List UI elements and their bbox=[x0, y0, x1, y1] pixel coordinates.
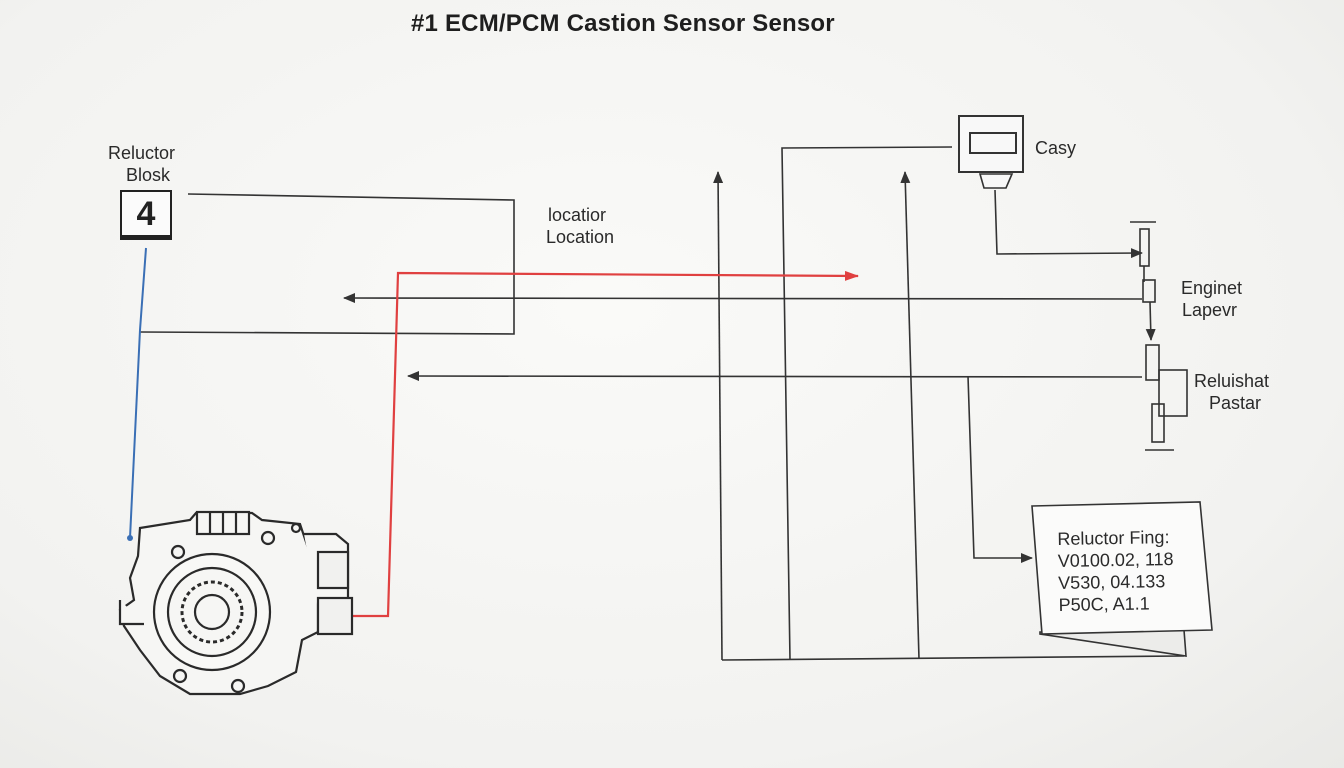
signal-wire bbox=[352, 270, 859, 618]
engine-sensor-drawing bbox=[118, 510, 354, 696]
engine-to-block-wire bbox=[343, 293, 1143, 304]
reluishat-to-sensor-wire bbox=[407, 371, 1143, 382]
reluctor-block-label-line1: Reluctor bbox=[108, 143, 176, 163]
monitor-down-wire bbox=[994, 189, 1143, 259]
connector-pin-3 bbox=[1145, 344, 1160, 381]
reluishat-label-line2: Pastar bbox=[1209, 393, 1262, 413]
connector-pin-5 bbox=[1151, 403, 1165, 443]
reluctor-block: 4 bbox=[120, 190, 172, 240]
engine-label-line1: Enginet bbox=[1181, 278, 1243, 298]
reluctor-block-label-line2: Blosk bbox=[126, 165, 171, 185]
connector-pin-2 bbox=[1142, 279, 1156, 303]
readout-line: P50C, A1.1 bbox=[1058, 593, 1150, 616]
ecm-monitor-icon bbox=[958, 115, 1024, 173]
readout-branch-wire bbox=[967, 375, 1033, 563]
connector-pin-1 bbox=[1139, 228, 1150, 267]
upward-wire-1 bbox=[713, 171, 724, 661]
engine-label-line2: Lapevr bbox=[1182, 300, 1238, 320]
reluishat-label-line1: Reluishat bbox=[1194, 371, 1270, 391]
readout-heading: Reluctor Fing: bbox=[1057, 527, 1170, 550]
diagram-title: #1 ECM/PCM Castion Sensor Sensor bbox=[411, 10, 835, 37]
location-label-line1: locatior bbox=[548, 205, 607, 225]
ground-wire bbox=[129, 247, 147, 539]
readout-line: V530, 04.133 bbox=[1058, 571, 1166, 594]
casy-label: Casy bbox=[1035, 138, 1077, 158]
connector-pin-4 bbox=[1158, 369, 1188, 417]
monitor-screen bbox=[969, 132, 1017, 154]
location-label-line2: Location bbox=[546, 227, 615, 247]
reluctor-block-number: 4 bbox=[136, 195, 156, 233]
engine-down-arrow bbox=[1145, 301, 1156, 341]
monitor-stand bbox=[978, 173, 1014, 189]
monitor-feed-wire bbox=[781, 146, 953, 661]
block-loop-wire bbox=[139, 193, 515, 335]
readout-line: V0100.02, 118 bbox=[1057, 548, 1174, 572]
readout-card bbox=[1031, 501, 1213, 635]
reluctor-fing-readout: Reluctor Fing: V0100.02, 118 V530, 04.13… bbox=[1057, 526, 1174, 616]
upward-wire-2 bbox=[900, 171, 920, 660]
bottom-bus-wire bbox=[721, 655, 1185, 661]
